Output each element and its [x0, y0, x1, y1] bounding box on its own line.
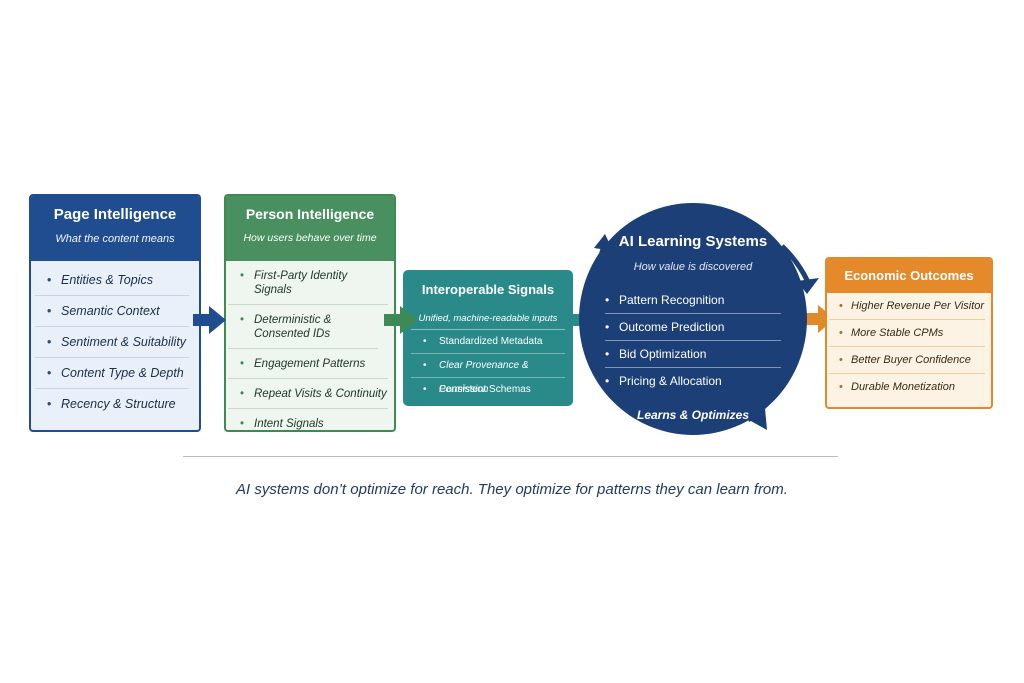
list-item: Pattern Recognition [605, 287, 781, 314]
economic-outcomes-title: Economic Outcomes [844, 268, 974, 283]
arrow-right-icon [193, 306, 226, 334]
list-item: Intent Signals [228, 409, 388, 430]
list-item: Outcome Prediction [605, 314, 781, 341]
person-intelligence-list: First-Party Identity Signals Determinist… [226, 261, 394, 430]
ai-learning-systems-circle: AI Learning Systems How value is discove… [579, 203, 807, 435]
interoperable-signals-list: Standardized Metadata Clear Provenance &… [403, 330, 573, 402]
list-item: Pricing & Allocation [605, 368, 781, 394]
list-item: Consistent Schemas [411, 378, 565, 402]
page-intelligence-card: Page Intelligence What the content means… [29, 194, 201, 432]
economic-outcomes-header: Economic Outcomes [827, 259, 991, 293]
list-item: Better Buyer Confidence [829, 347, 985, 374]
loop-arrowhead-icon [749, 408, 767, 430]
interoperable-signals-header: Interoperable Signals [403, 270, 573, 310]
page-intelligence-header: Page Intelligence What the content means [31, 196, 199, 261]
page-intelligence-list: Entities & Topics Semantic Context Senti… [31, 261, 199, 420]
list-item: Bid Optimization [605, 341, 781, 368]
person-intelligence-subtitle: How users behave over time [243, 232, 377, 244]
person-intelligence-header: Person Intelligence How users behave ove… [226, 196, 394, 261]
person-intelligence-title: Person Intelligence [245, 206, 375, 222]
interoperable-signals-title: Interoperable Signals [421, 282, 555, 297]
arrow-right-icon [384, 306, 418, 334]
tagline: AI systems don’t optimize for reach. The… [236, 481, 788, 498]
loop-arrowhead-icon [797, 278, 819, 294]
divider [183, 456, 838, 457]
list-item: Recency & Structure [35, 389, 189, 420]
list-item: Higher Revenue Per Visitor [829, 293, 985, 320]
ai-learning-title: AI Learning Systems [618, 233, 768, 250]
person-intelligence-card: Person Intelligence How users behave ove… [224, 194, 396, 432]
economic-outcomes-card: Economic Outcomes Higher Revenue Per Vis… [825, 257, 993, 409]
ai-learning-footer: Learns & Optimizes [636, 408, 750, 422]
list-item: Durable Monetization [829, 374, 985, 401]
ai-learning-subtitle: How value is discovered [633, 261, 753, 273]
list-item: More Stable CPMs [829, 320, 985, 347]
interoperable-signals-card: Interoperable Signals Unified, machine-r… [403, 270, 573, 406]
economic-outcomes-list: Higher Revenue Per Visitor More Stable C… [827, 293, 991, 401]
ai-learning-list: Pattern Recognition Outcome Prediction B… [605, 287, 781, 394]
page-intelligence-subtitle: What the content means [55, 233, 175, 245]
page-intelligence-title: Page Intelligence [53, 206, 177, 223]
